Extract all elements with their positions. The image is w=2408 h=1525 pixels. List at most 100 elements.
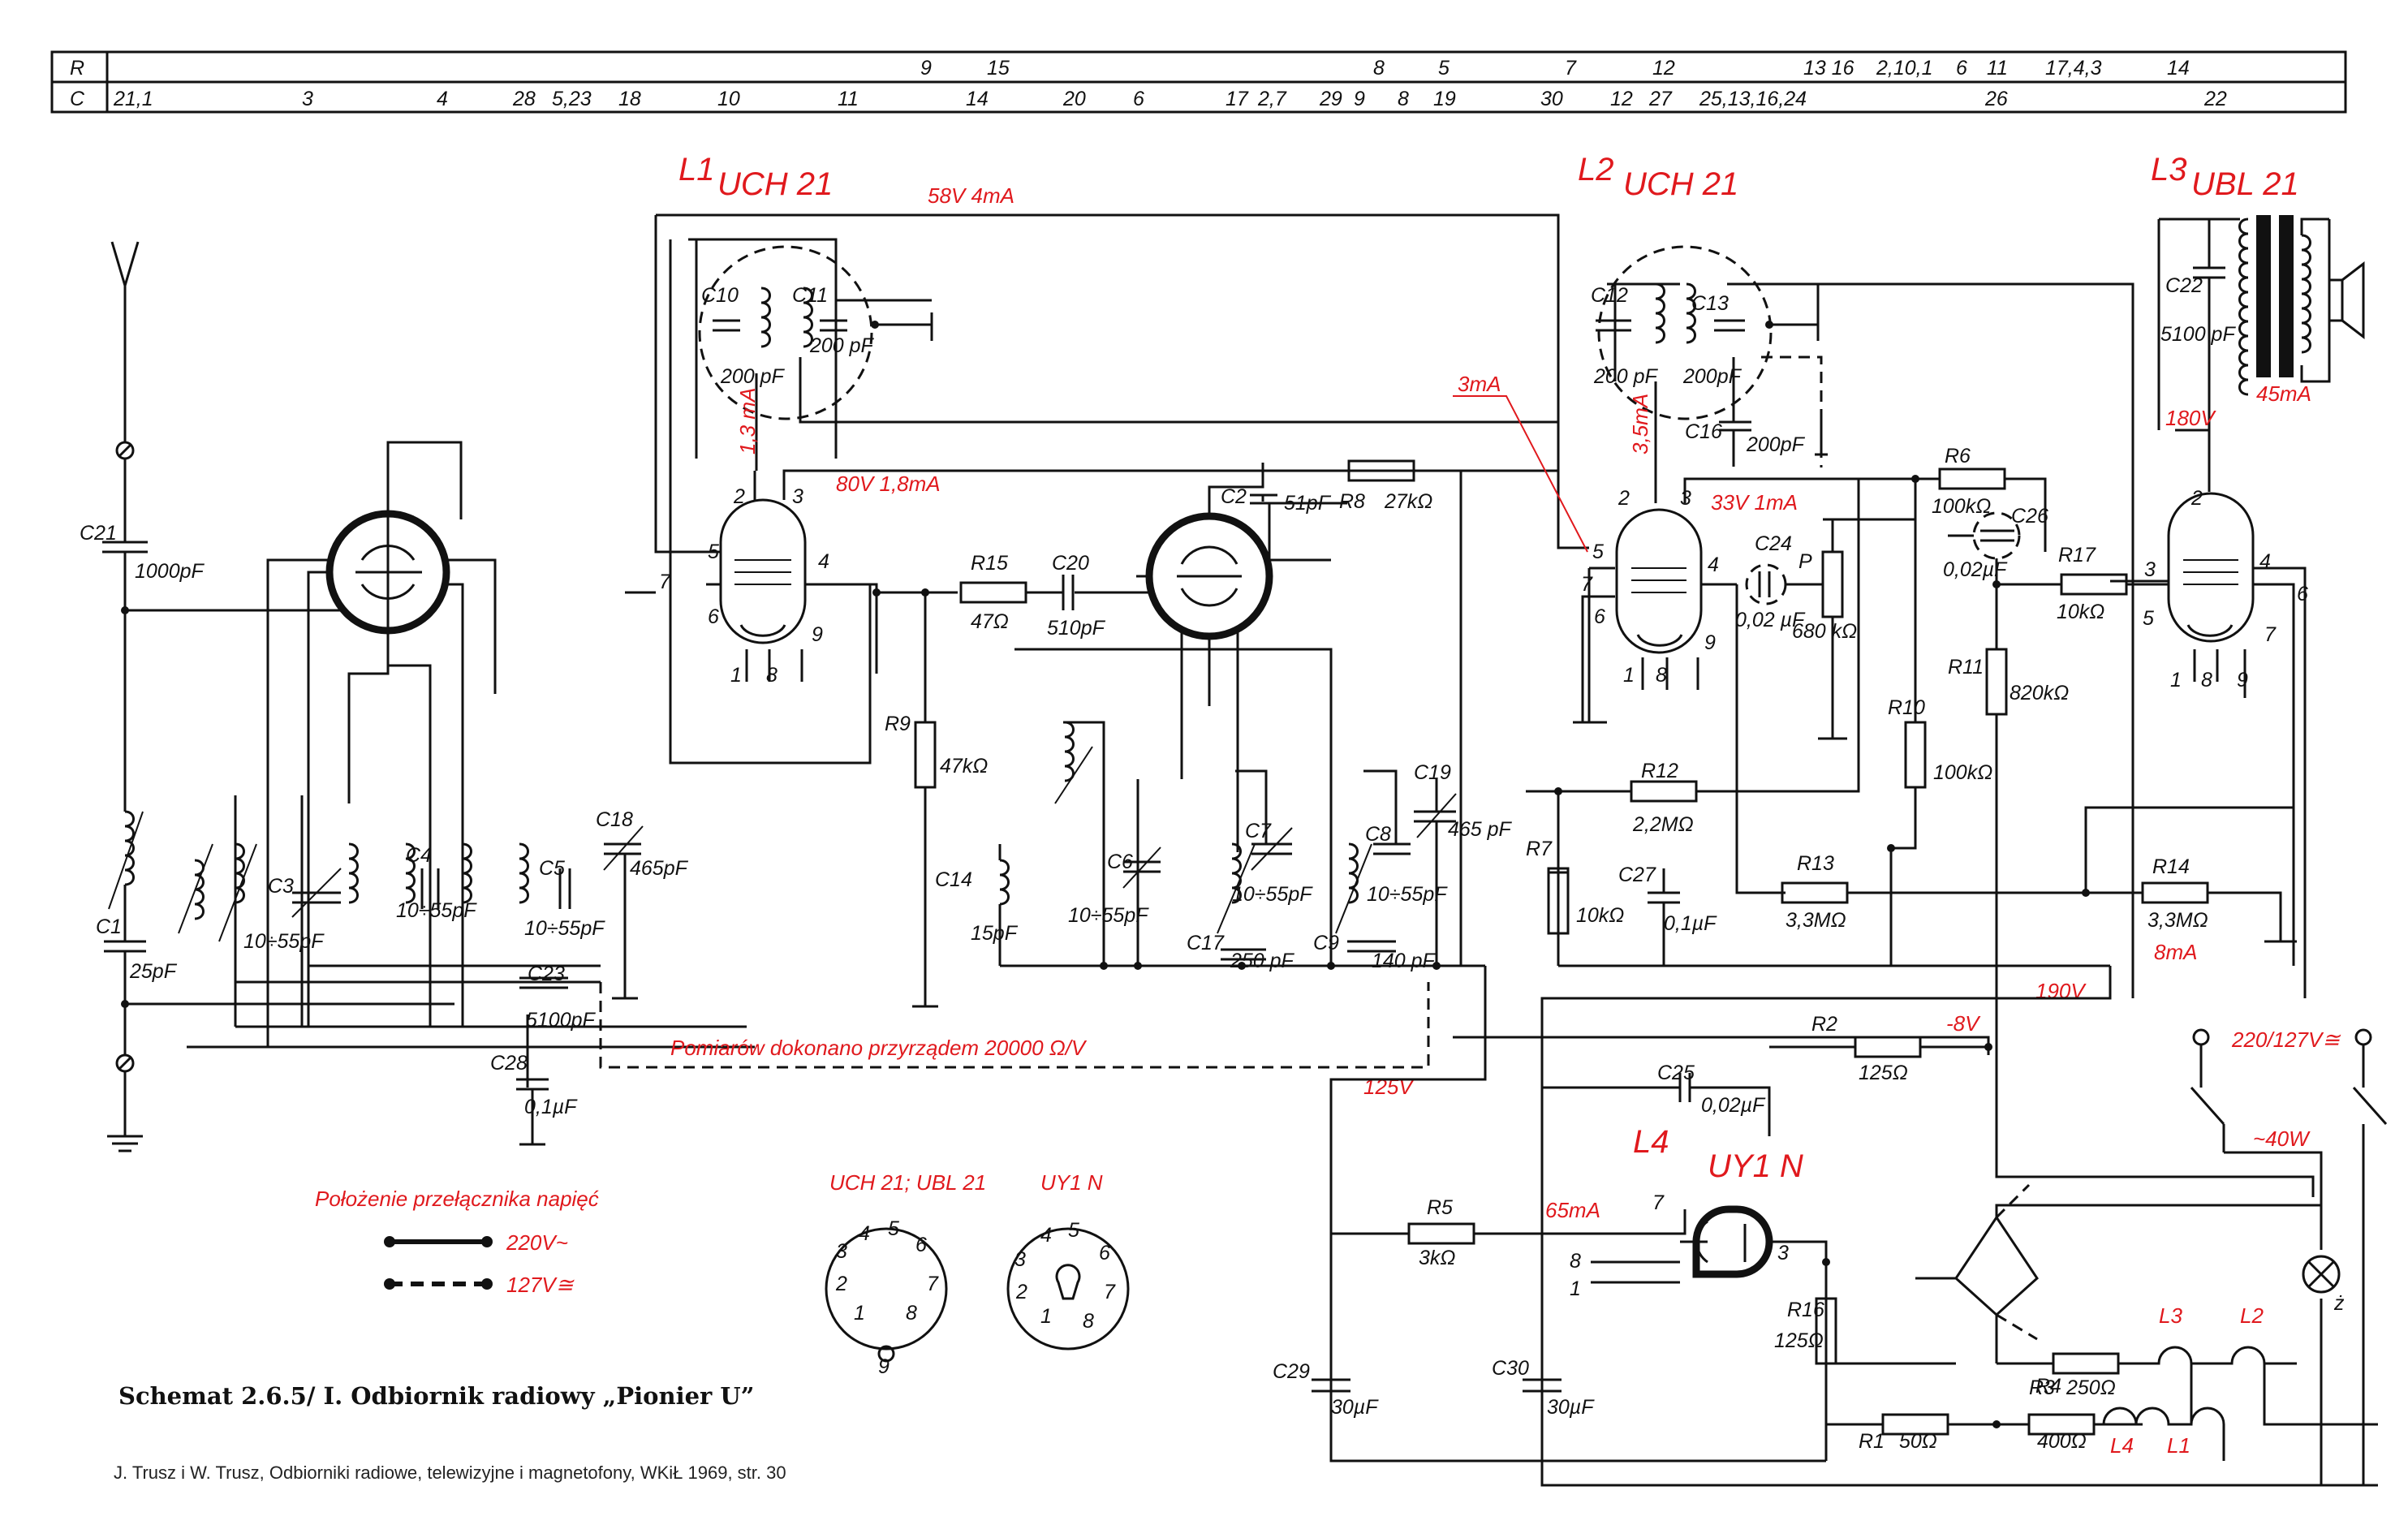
r16-label: R16 <box>1787 1299 1824 1321</box>
socket-label: UCH 21; UBL 21 <box>829 1170 986 1195</box>
c7-value: 10÷55pF <box>1232 883 1313 906</box>
c-ref: 20 <box>1062 88 1086 110</box>
r9-label: R9 <box>885 713 911 735</box>
legend-title: Położenie przełącznika napięć <box>315 1187 599 1211</box>
c8-value: 10÷55pF <box>1367 883 1448 906</box>
c-ref: 6 <box>1133 88 1144 110</box>
r14-value: 3,3MΩ <box>2147 909 2208 932</box>
switch-legend: Położenie przełącznika napięć 220V~ 127V… <box>315 1187 599 1297</box>
c14-label: C14 <box>935 868 972 891</box>
c26-value: 0,02µF <box>1943 558 2008 581</box>
meas-58v: 58V 4mA <box>928 183 1014 208</box>
pin: 3 <box>2144 558 2156 581</box>
pin: 8 <box>906 1302 917 1325</box>
c25-value: 0,02µF <box>1701 1094 1766 1117</box>
r-ref: 6 <box>1956 57 1967 80</box>
r4-label: R4 <box>2035 1375 2061 1398</box>
meas-45ma: 45mA <box>2256 381 2311 406</box>
tube-l1-mixer-section: C3 10÷55pF C4 10÷55pF C5 10÷55pF C18 465… <box>178 441 755 1146</box>
c19-label: C19 <box>1414 761 1451 784</box>
pin: 8 <box>766 664 778 687</box>
l2-tube-type: UCH 21 <box>1623 166 1738 202</box>
c13-value: 200pF <box>1682 365 1742 388</box>
r-ref: 11 <box>1987 57 2008 80</box>
pilot-lamp-icon <box>2302 1255 2341 1294</box>
pin: 1 <box>1570 1277 1581 1300</box>
pin: 7 <box>1581 573 1593 596</box>
pin: 6 <box>1594 605 1605 628</box>
c16-value: 200pF <box>1746 433 1806 456</box>
l2-tube-name: L2 <box>1578 152 1614 187</box>
fil-l2: L2 <box>2240 1303 2264 1328</box>
c12-label: C12 <box>1591 284 1628 307</box>
fil-l1: L1 <box>2167 1433 2190 1458</box>
c3-label: C3 <box>268 875 294 898</box>
l1-tube-type: UCH 21 <box>717 166 833 202</box>
pin: 8 <box>1083 1310 1094 1333</box>
c29-label: C29 <box>1273 1360 1310 1383</box>
pin: 4 <box>2259 550 2271 573</box>
r6-label: R6 <box>1945 445 1971 467</box>
tube-icon <box>719 498 807 644</box>
tube-icon <box>1615 508 1703 654</box>
c9-label: C9 <box>1313 932 1339 954</box>
pin: 9 <box>1704 631 1716 654</box>
r10-label: R10 <box>1888 696 1925 719</box>
pin: 2 <box>835 1273 847 1295</box>
pin: 4 <box>1040 1224 1052 1247</box>
socket-label: UY1 N <box>1040 1170 1103 1195</box>
pin: 3 <box>792 485 803 508</box>
r2-value: 125Ω <box>1859 1062 1908 1084</box>
mains-label: 220/127V≅ <box>2231 1027 2341 1052</box>
r13-value: 3,3MΩ <box>1786 909 1846 932</box>
pin: 2 <box>733 485 745 508</box>
c29-value: 30µF <box>1331 1396 1379 1419</box>
pin: 9 <box>2237 669 2248 691</box>
tube-icon <box>1692 1205 1773 1278</box>
c18-label: C18 <box>596 808 633 831</box>
r-ref: 7 <box>1565 57 1577 80</box>
c27-value: 0,1µF <box>1664 912 1717 935</box>
r10-value: 100kΩ <box>1933 761 1992 784</box>
pin: 4 <box>818 550 829 573</box>
r14-label: R14 <box>2152 855 2190 878</box>
r7-value: 10kΩ <box>1576 904 1624 927</box>
l3-tube-name: L3 <box>2151 152 2187 187</box>
c-ref: 21,1 <box>113 88 153 110</box>
pin: 1 <box>730 664 742 687</box>
c22-value: 5100 pF <box>2160 323 2236 346</box>
r-ref: 8 <box>1373 57 1385 80</box>
c24-label: C24 <box>1755 532 1792 555</box>
tube-icon <box>2167 492 2255 643</box>
r3-value: 250Ω <box>2066 1376 2116 1399</box>
measurement-note: Pomiarów dokonano przyrządem 20000 Ω/V <box>670 1036 1088 1060</box>
r-ref: 9 <box>920 57 932 80</box>
output-transformer-icon <box>2238 218 2249 396</box>
c19-value: 465 pF <box>1448 818 1513 841</box>
if-transformer-2 <box>1597 245 1773 420</box>
antenna-input: C21 1000pF C1 25pF <box>80 241 454 1152</box>
l4-tube-name: L4 <box>1633 1124 1669 1160</box>
c-ref: 14 <box>966 88 989 110</box>
figure-title: Schemat 2.6.5/ I. Odbiornik radiowy „Pio… <box>118 1382 754 1410</box>
c24-value: 0,02 µF <box>1735 609 1806 631</box>
fil-l4: L4 <box>2110 1433 2134 1458</box>
r15-label: R15 <box>971 552 1008 575</box>
meas-1-3ma: 1,3 mA <box>735 388 760 454</box>
pin: 7 <box>1104 1281 1116 1303</box>
r17-label: R17 <box>2058 544 2096 566</box>
row-label-c: C <box>70 88 85 110</box>
if-transformer-1 <box>698 245 873 420</box>
tube-l3: L3 UBL 21 C22 5100 pF 45mA 180V 2 3 4 5 … <box>1540 152 2365 1428</box>
tube-l1: L1 UCH 21 58V 4mA C10 200 pF C11 200 pF … <box>625 152 1589 765</box>
fil-l3: L3 <box>2159 1303 2182 1328</box>
c20-value: 510pF <box>1047 617 1106 640</box>
r5-value: 3kΩ <box>1419 1247 1455 1269</box>
r8-label: R8 <box>1339 490 1365 513</box>
row-label-r: R <box>70 57 84 80</box>
c5-value: 10÷55pF <box>524 917 605 940</box>
r11-value: 820kΩ <box>2010 682 2069 704</box>
r3-label: R3 <box>2029 1376 2055 1399</box>
c30-label: C30 <box>1492 1357 1529 1380</box>
